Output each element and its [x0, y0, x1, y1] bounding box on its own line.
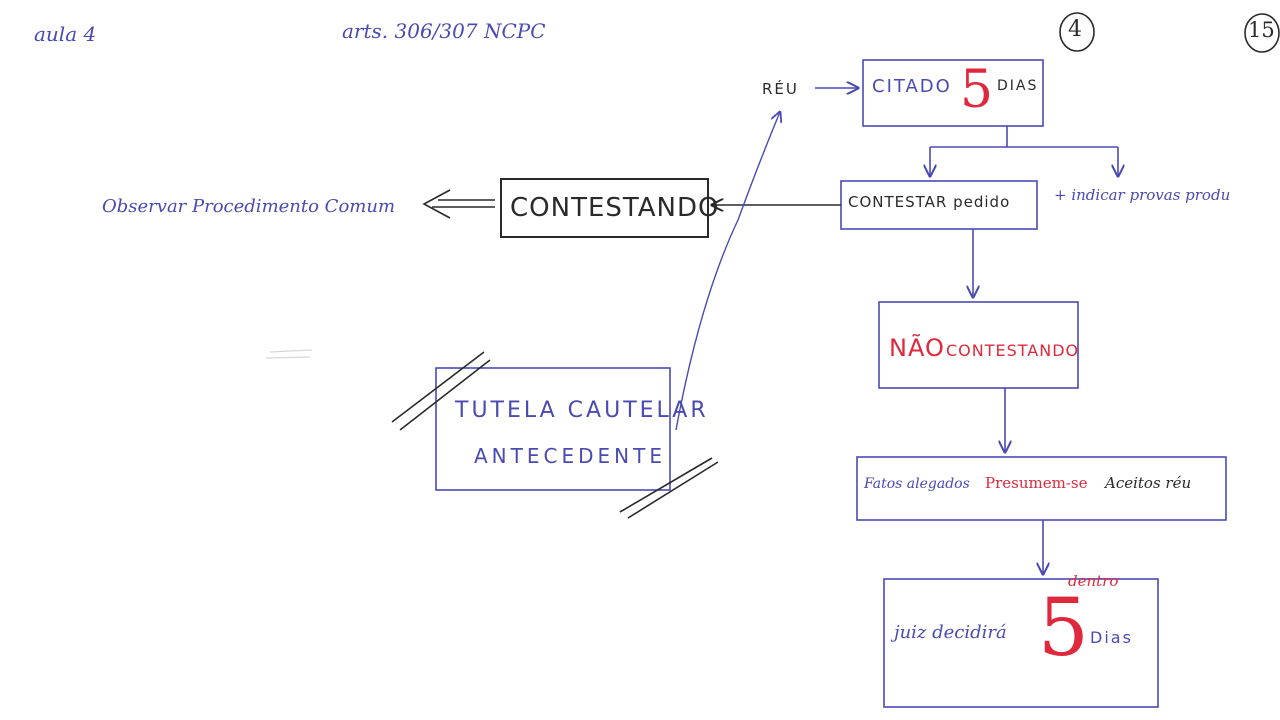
strike-mark-bottom: [619, 457, 719, 519]
fatos-part2: Presumem-se: [985, 474, 1088, 492]
citado-box: [862, 59, 1044, 127]
contestando-red-label: CONTESTANDO: [946, 341, 1080, 360]
arrowhead-procedimento: [422, 189, 451, 219]
contestar-extra: + indicar provas produ: [1054, 186, 1231, 204]
fatos-part1: Fatos alegados: [864, 476, 970, 492]
lesson-label: aula 4: [34, 22, 97, 46]
reu-label: RÉU: [762, 80, 799, 98]
fatos-box: [856, 456, 1227, 521]
articles-label: arts. 306/307 NCPC: [342, 19, 546, 43]
juiz-dentro: dentro: [1068, 572, 1119, 590]
tutela-box: [435, 367, 671, 491]
page-number-circle-right: [1244, 13, 1280, 53]
citado-unit: DIAS: [997, 78, 1039, 94]
page-number-right: 15: [1248, 18, 1275, 42]
fatos-part3: Aceitos réu: [1105, 474, 1192, 492]
contestando-label: CONTESTANDO: [510, 193, 720, 223]
strike-mark-top: [391, 351, 491, 431]
page-number-circle-left: [1059, 12, 1095, 52]
tutela-line1: TUTELA CAUTELAR: [455, 398, 709, 423]
connector-citado-split: [930, 126, 1118, 148]
procedimento-note: Observar Procedimento Comum: [102, 196, 396, 217]
page-number-left: 4: [1068, 17, 1082, 42]
faint-trace: [265, 349, 313, 359]
juiz-box: [883, 578, 1159, 708]
juiz-number: 5: [1038, 581, 1089, 674]
arrow-contestando-to-procedimento: [432, 199, 495, 208]
juiz-label: juiz decidirá: [894, 622, 1007, 643]
contestar-label: CONTESTAR pedido: [848, 193, 1011, 211]
contestando-box: [500, 178, 709, 238]
nao-label: NÃO: [889, 334, 945, 362]
juiz-unit: Dias: [1090, 628, 1133, 647]
nao-contestando-box: [878, 301, 1079, 389]
citado-number: 5: [960, 60, 994, 120]
citado-label: CITADO: [872, 76, 952, 97]
tutela-line2: ANTECEDENTE: [474, 444, 666, 468]
arrow-tutela-to-reu: [675, 112, 780, 431]
